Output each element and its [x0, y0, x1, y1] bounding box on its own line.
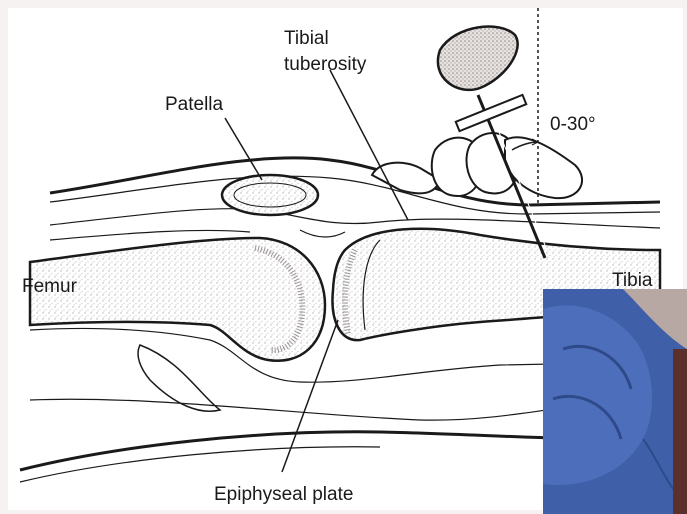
label-angle: 0-30° [550, 114, 596, 135]
label-femur: Femur [22, 276, 78, 297]
label-tuberosity: tuberosity [284, 54, 367, 75]
label-tibia: Tibia [612, 270, 653, 291]
patella-bone [222, 175, 318, 215]
label-patella: Patella [165, 94, 224, 115]
label-epiphyseal-plate: Epiphyseal plate [214, 484, 353, 505]
gloved-hand-image [543, 289, 687, 514]
label-tibial: Tibial [284, 28, 329, 49]
gloved-hand-photo [543, 289, 687, 514]
